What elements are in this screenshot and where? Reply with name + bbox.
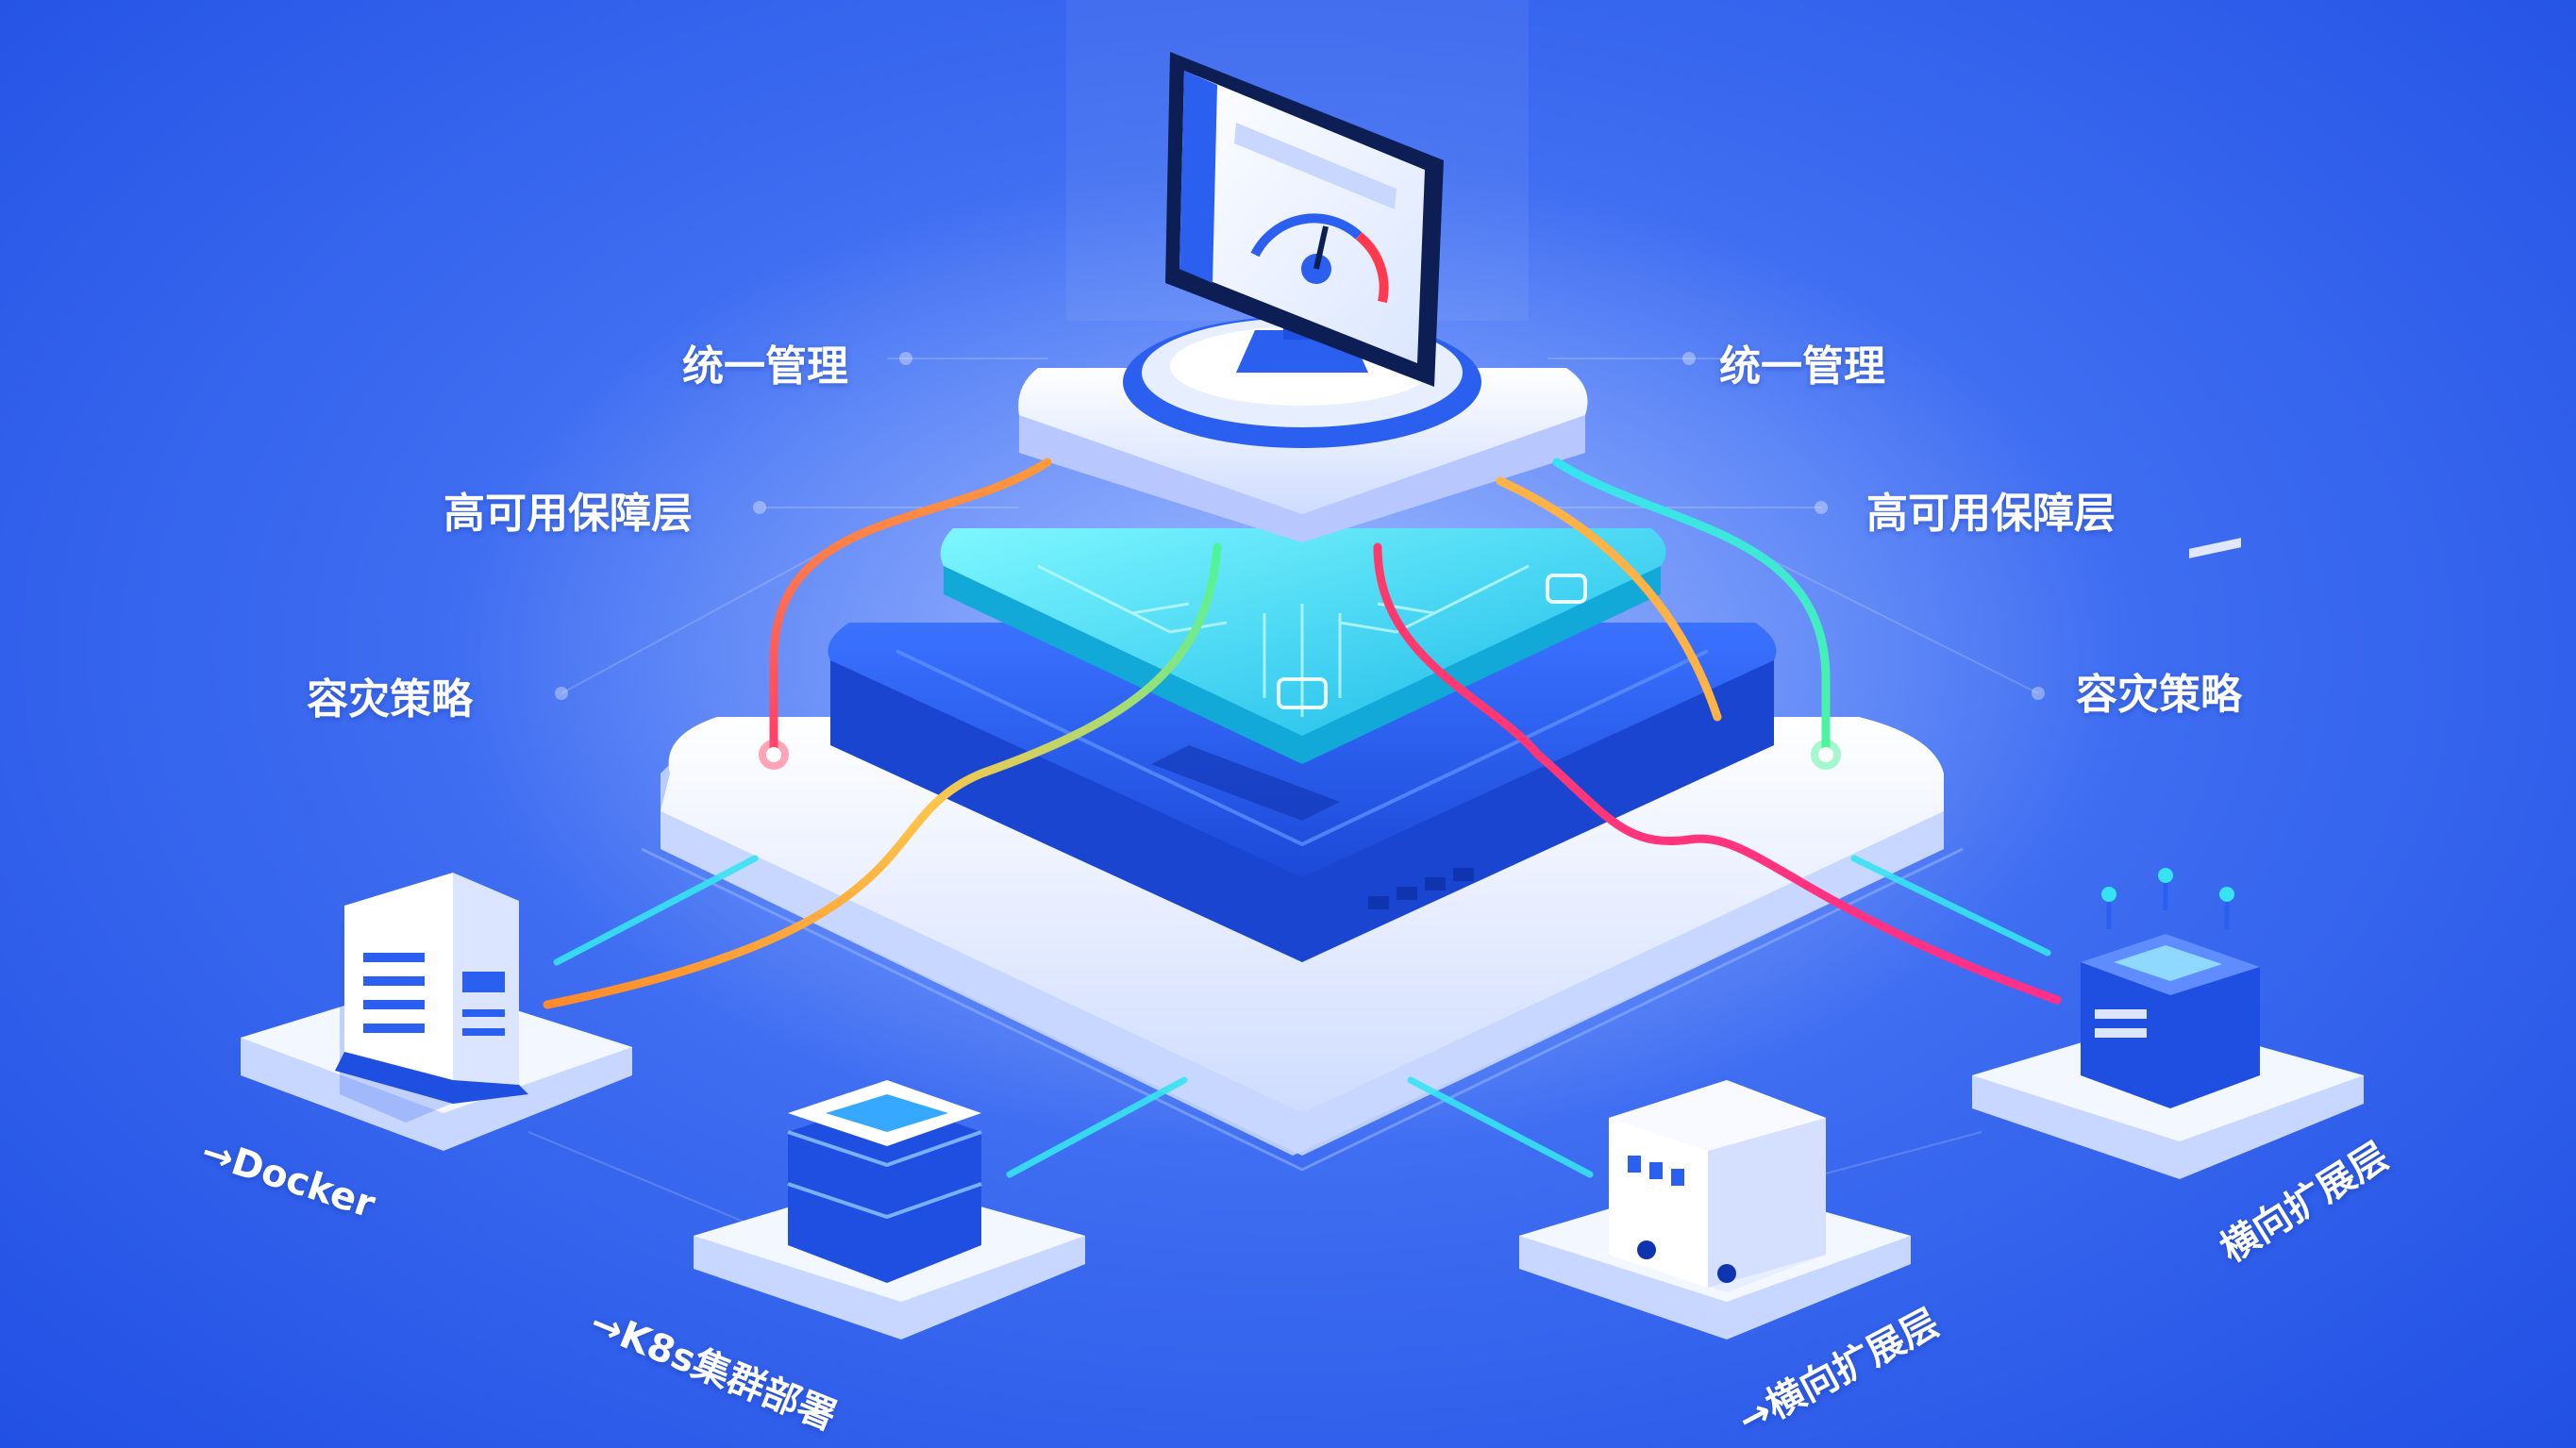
- truck-cube-icon: [1519, 1080, 1911, 1340]
- label-right-low: 容灾策略: [2076, 671, 2242, 719]
- iot-device-icon: [1972, 538, 2364, 1179]
- circuit-layer: [940, 528, 1666, 764]
- monitor-gauge-icon: [1165, 52, 1444, 387]
- label-left-top: 统一管理: [682, 342, 848, 391]
- connector-endpoints: [759, 740, 1841, 770]
- label-right-top: 统一管理: [1719, 342, 1885, 391]
- label-right-mid: 高可用保障层: [1866, 490, 2116, 538]
- server-tower-icon: [241, 873, 632, 1151]
- label-left-mid: 高可用保障层: [443, 490, 693, 538]
- connector-lines: [543, 458, 2062, 1009]
- label-left-low: 容灾策略: [307, 675, 473, 724]
- storage-stack-icon: [694, 1080, 1085, 1340]
